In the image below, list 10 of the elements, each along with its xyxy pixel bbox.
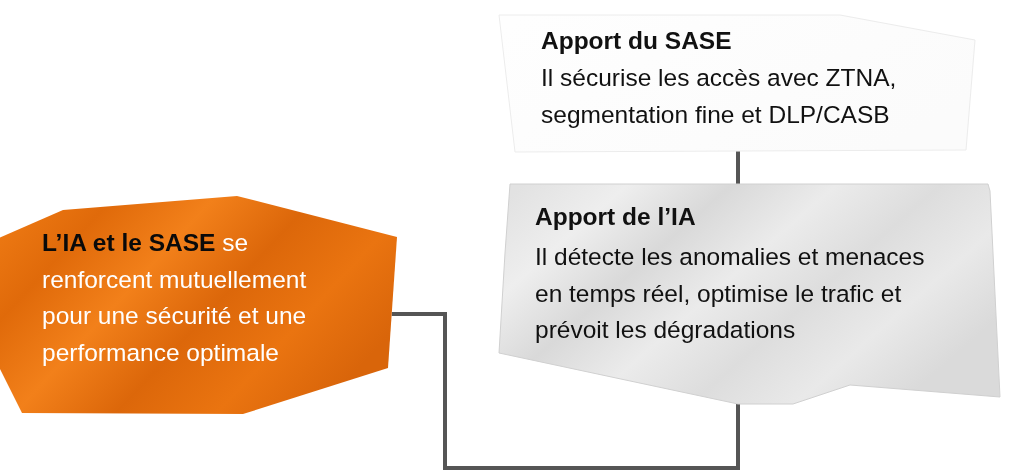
summary-text: L’IA et le SASE se renforcent mutuellement pour une sécurité et une performance optimale bbox=[42, 228, 308, 368]
connector-line bbox=[736, 151, 740, 184]
card-description: Il sécurise les accès avec ZTNA, segmentation fine et DLP/CASB bbox=[541, 63, 898, 130]
info-card bbox=[496, 182, 1002, 406]
card-description: Il détecte les anomalies et menaces en temps réel, optimise le trafic et prévoit les dégradations bbox=[535, 242, 926, 345]
summary-card bbox=[0, 195, 400, 417]
info-card bbox=[498, 14, 978, 154]
card-title: Apport de l’IA bbox=[535, 202, 697, 232]
card-title: Apport du SASE bbox=[541, 26, 733, 56]
connector-line bbox=[391, 312, 740, 470]
